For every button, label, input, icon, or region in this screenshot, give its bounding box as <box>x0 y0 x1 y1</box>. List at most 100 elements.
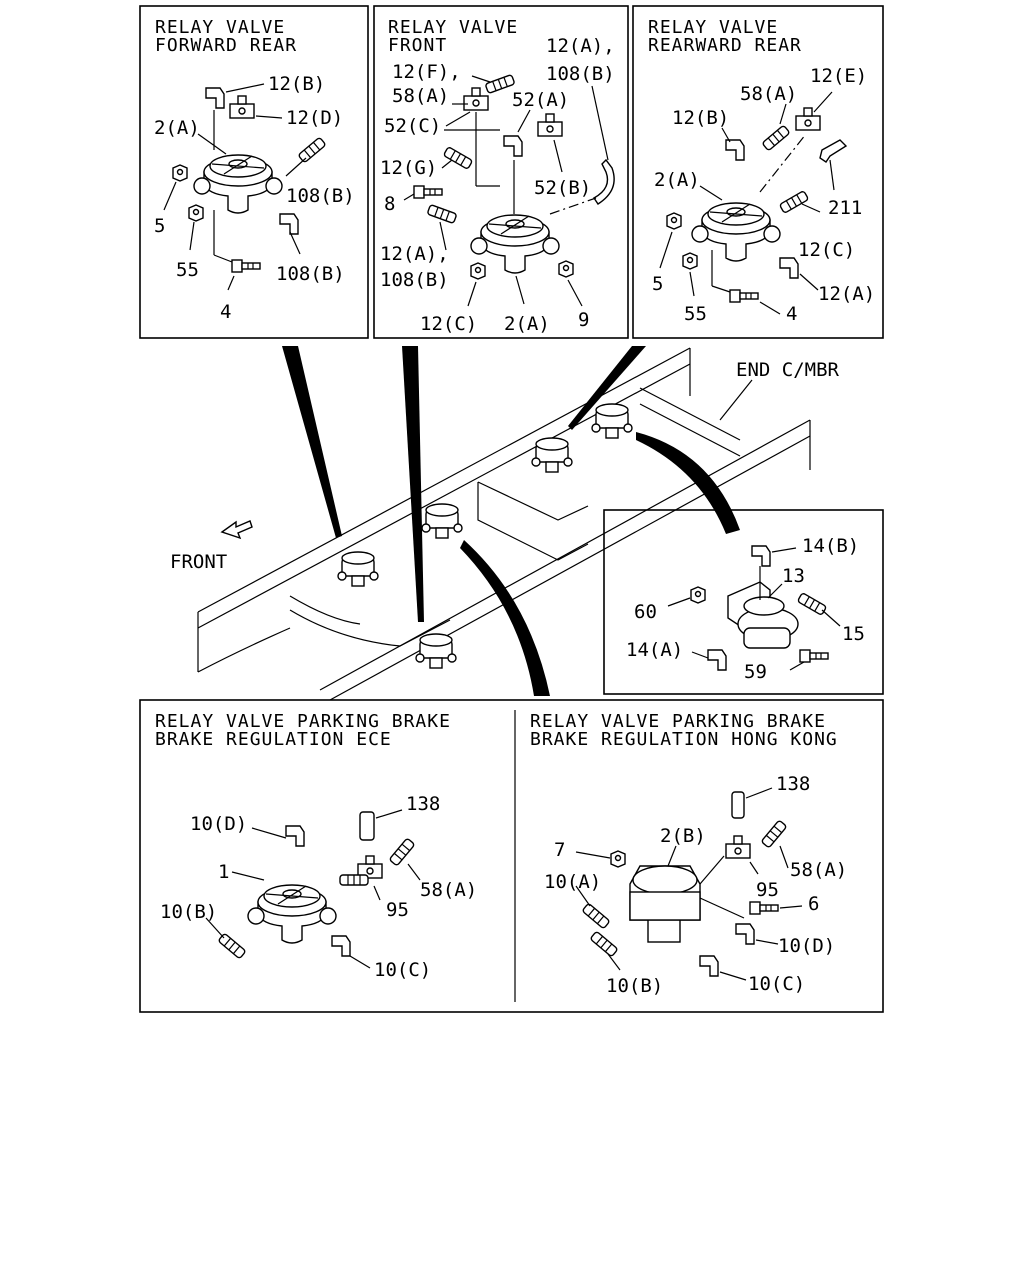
parking-hk-title-2: BRAKE REGULATION HONG KONG <box>530 729 838 750</box>
nipple-fitting-icon <box>359 811 375 841</box>
panel-parking-ece: RELAY VALVE PARKING BRAKE BRAKE REGULATI… <box>155 711 477 981</box>
leader-wedge <box>568 346 646 430</box>
elbow-fitting-icon <box>707 649 727 671</box>
label-108b: 108(B) <box>286 185 355 207</box>
panel-rearward-rear: RELAY VALVE REARWARD REAR 12(E) 58(A) 12… <box>632 5 884 339</box>
label-55: 55 <box>684 303 707 325</box>
leader-wedge <box>282 346 342 538</box>
relay-valve-icon <box>337 551 379 587</box>
label-10d: 10(D) <box>778 935 835 957</box>
bracket-icon <box>819 139 848 163</box>
label-138: 138 <box>406 793 440 815</box>
rearward-rear-title-2: REARWARD REAR <box>648 35 802 56</box>
elbow-fitting-icon <box>285 825 305 847</box>
nipple-fitting-icon <box>217 932 247 960</box>
end-cmbr-label: END C/MBR <box>736 359 840 381</box>
relay-valve-icon <box>415 633 457 669</box>
label-59: 59 <box>744 661 767 683</box>
tee-fitting-icon <box>795 107 821 131</box>
label-10a: 10(A) <box>544 871 601 893</box>
nut-icon <box>188 204 204 222</box>
label-15: 15 <box>842 623 865 645</box>
label-12f: 12(F), <box>392 61 461 83</box>
nut-icon <box>666 212 682 230</box>
label-108b: 108(B) <box>546 63 615 85</box>
label-14a: 14(A) <box>626 639 683 661</box>
nipple-fitting-icon <box>796 591 828 617</box>
tee-fitting-icon <box>463 87 489 111</box>
label-2b: 2(B) <box>660 825 706 847</box>
leader-wedge <box>402 346 424 622</box>
nut-icon <box>682 252 698 270</box>
nipple-fitting-icon <box>589 930 619 958</box>
forward-rear-title-1: RELAY VALVE <box>155 17 285 38</box>
label-5: 5 <box>154 215 165 237</box>
label-108b-2: 108(B) <box>380 269 449 291</box>
nut-icon <box>690 586 706 604</box>
label-2a: 2(A) <box>154 117 200 139</box>
elbow-fitting-icon <box>503 135 523 157</box>
label-2a: 2(A) <box>504 313 550 335</box>
label-10c: 10(C) <box>374 959 431 981</box>
elbow-fitting-icon <box>725 139 745 161</box>
rearward-rear-title-1: RELAY VALVE <box>648 17 778 38</box>
bolt-icon <box>413 185 443 199</box>
label-12b: 12(B) <box>268 73 325 95</box>
panel-parking: RELAY VALVE PARKING BRAKE BRAKE REGULATI… <box>139 699 884 1013</box>
label-12g: 12(G) <box>380 157 437 179</box>
label-8: 8 <box>384 193 395 215</box>
tee-fitting-icon <box>725 835 751 859</box>
label-5: 5 <box>652 273 663 295</box>
parking-ece-title-2: BRAKE REGULATION ECE <box>155 729 392 750</box>
label-12c: 12(C) <box>420 313 477 335</box>
nipple-fitting-icon <box>339 874 369 886</box>
label-7: 7 <box>554 839 565 861</box>
label-10b: 10(B) <box>606 975 663 997</box>
relay-valve-icon <box>421 503 463 539</box>
chassis-frame: END C/MBR FRONT <box>170 346 840 701</box>
panel-front: RELAY VALVE FRONT 12(A), 108(B) 12(F), 5 <box>373 5 629 339</box>
relay-valve-icon <box>247 884 337 944</box>
label-52b: 52(B) <box>534 177 591 199</box>
leader-wedge <box>636 432 740 534</box>
bolt-icon <box>231 259 261 273</box>
bolt-icon <box>799 649 829 663</box>
label-9: 9 <box>578 309 589 331</box>
arrow-icon <box>220 520 253 540</box>
label-4: 4 <box>220 301 231 323</box>
label-13: 13 <box>782 565 805 587</box>
label-10b: 10(B) <box>160 901 217 923</box>
relay-valve-icon <box>591 403 633 439</box>
elbow-fitting-icon <box>279 213 299 235</box>
nipple-fitting-icon <box>484 73 516 95</box>
tee-fitting-icon <box>229 95 255 119</box>
label-2a: 2(A) <box>654 169 700 191</box>
nut-icon <box>610 850 626 868</box>
nipple-fitting-icon <box>581 902 611 930</box>
label-12d: 12(D) <box>286 107 343 129</box>
nut-icon <box>558 260 574 278</box>
label-55: 55 <box>176 259 199 281</box>
label-10d: 10(D) <box>190 813 247 835</box>
label-58a: 58(A) <box>740 83 797 105</box>
nipple-fitting-icon <box>442 145 474 171</box>
parking-hk-title-1: RELAY VALVE PARKING BRAKE <box>530 711 826 732</box>
nipple-fitting-icon <box>778 189 810 215</box>
relay-valve-icon <box>531 437 573 473</box>
front-title-1: RELAY VALVE <box>388 17 518 38</box>
label-95: 95 <box>756 879 779 901</box>
nut-icon <box>172 164 188 182</box>
label-6: 6 <box>808 893 819 915</box>
label-108b-2: 108(B) <box>276 263 345 285</box>
elbow-fitting-icon <box>699 955 719 977</box>
label-138: 138 <box>776 773 810 795</box>
label-4: 4 <box>786 303 797 325</box>
nipple-fitting-icon <box>760 819 788 849</box>
label-12a: 12(A) <box>818 283 875 305</box>
forward-rear-title-2: FORWARD REAR <box>155 35 297 56</box>
label-60: 60 <box>634 601 657 623</box>
label-58a: 58(A) <box>392 85 449 107</box>
relay-valve-icon <box>691 202 781 262</box>
label-211: 211 <box>828 197 862 219</box>
